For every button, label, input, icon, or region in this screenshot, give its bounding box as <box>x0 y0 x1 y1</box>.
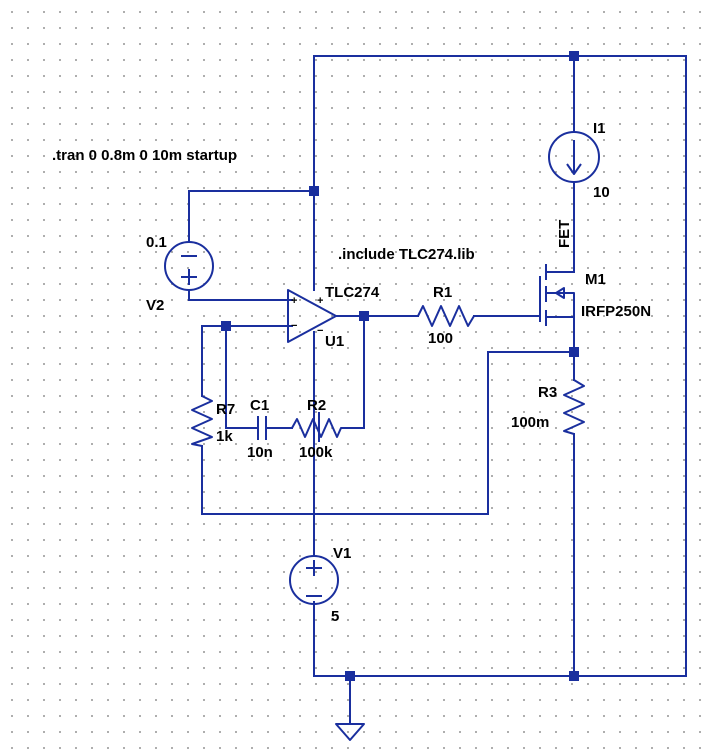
v2-plus-icon <box>181 269 197 285</box>
junction-ground-right <box>569 671 579 681</box>
v2-body <box>164 241 214 291</box>
mosfet-m1[interactable] <box>539 264 575 326</box>
wires <box>188 55 687 725</box>
r2-ref: R2 <box>307 397 326 414</box>
v2-value: 0.1 <box>146 234 167 251</box>
r1-value: 100 <box>428 330 453 347</box>
u1-ref: U1 <box>325 333 344 350</box>
m1-model: IRFP250N <box>581 303 651 320</box>
junction-sense <box>569 347 579 357</box>
wire-node-to-c1[interactable] <box>225 325 257 429</box>
tran-directive[interactable]: .tran 0 0.8m 0 10m startup <box>52 147 237 164</box>
junction-ground-left <box>345 671 355 681</box>
u1-plus-pin: + <box>291 295 297 307</box>
v1-ref: V1 <box>333 545 351 562</box>
c1-value: 10n <box>247 444 273 461</box>
wire-minus-input[interactable] <box>201 325 293 397</box>
v2-ref: V2 <box>146 297 164 314</box>
r1-ref: R1 <box>433 284 452 301</box>
ground-symbol[interactable] <box>335 723 365 741</box>
wire-v2-to-plus[interactable] <box>188 289 293 301</box>
r3-value: 100m <box>511 414 549 431</box>
i1-ref: I1 <box>593 120 606 137</box>
resistor-r1[interactable] <box>417 305 475 327</box>
u1-model: TLC274 <box>325 284 380 301</box>
junction-minus <box>221 321 231 331</box>
resistor-r3[interactable] <box>563 379 585 435</box>
v1-plus-icon <box>306 560 322 576</box>
current-source-i1[interactable] <box>548 131 600 183</box>
r7-value: 1k <box>216 428 233 445</box>
junction-top-right <box>569 51 579 61</box>
u1-body <box>287 289 337 343</box>
junction-supply-v2 <box>309 186 319 196</box>
voltage-source-v1[interactable] <box>289 555 339 605</box>
r2-zigzag <box>291 418 346 438</box>
opamp-u1[interactable] <box>287 289 337 343</box>
u1-supply-plus: + <box>317 295 323 307</box>
wire-top-rail[interactable] <box>313 55 687 677</box>
u1-supply-minus: − <box>317 325 323 337</box>
resistor-r7[interactable] <box>191 395 213 447</box>
wire-r7-to-sense[interactable] <box>201 351 575 515</box>
r2-value: 100k <box>299 444 333 461</box>
i1-value: 10 <box>593 184 610 201</box>
wire-v1-to-ground[interactable] <box>313 601 575 677</box>
junctions <box>221 51 579 681</box>
include-directive[interactable]: .include TLC274.lib <box>338 246 475 263</box>
down-arrow-icon <box>566 140 582 175</box>
m1-body-arrow-icon <box>555 287 565 299</box>
voltage-source-v2[interactable] <box>164 241 214 291</box>
c1-ref: C1 <box>250 397 269 414</box>
v1-body <box>289 555 339 605</box>
wire-r2-to-output[interactable] <box>345 315 365 429</box>
i1-body <box>548 131 600 183</box>
wire-v2-top[interactable] <box>188 190 315 243</box>
v1-value: 5 <box>331 608 339 625</box>
r3-ref: R3 <box>538 384 557 401</box>
junction-output <box>359 311 369 321</box>
r7-ref: R7 <box>216 401 235 418</box>
capacitor-c1[interactable] <box>257 416 267 440</box>
u1-minus-pin: − <box>291 320 297 332</box>
m1-ref: M1 <box>585 271 606 288</box>
resistor-r2[interactable] <box>291 412 346 442</box>
m1-label: FET <box>556 220 573 248</box>
